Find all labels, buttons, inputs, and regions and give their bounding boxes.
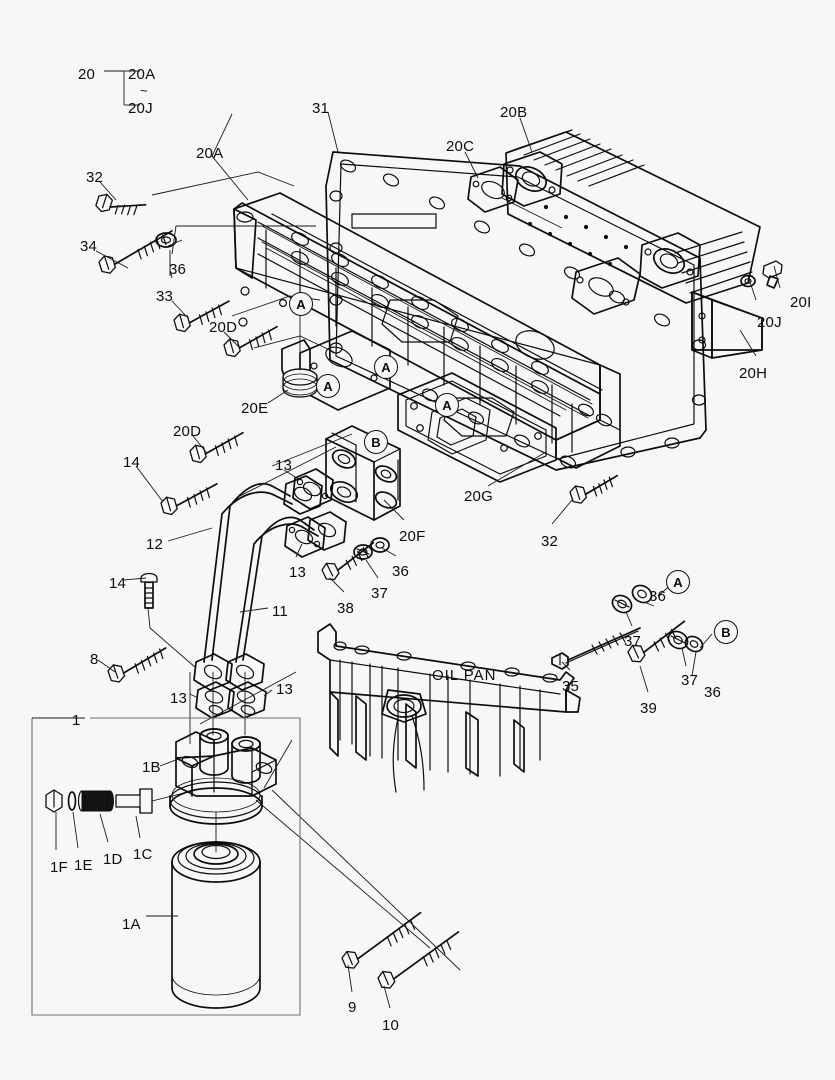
bolt-32-lower: [568, 474, 619, 506]
callout-13-lower-left: 13: [170, 690, 188, 707]
callout-8: 8: [90, 651, 99, 668]
oil-pan-label: OIL PAN: [432, 667, 497, 684]
callout-10: 10: [382, 1017, 400, 1034]
screw-14-lower: [140, 572, 158, 609]
gasket-13-mid: [284, 516, 326, 558]
bolt-20D-upper: [222, 325, 278, 360]
lockwasher-37-mid: [353, 544, 373, 560]
oil-filter-cartridge-1A: [171, 811, 261, 1009]
callout-32-lower: 32: [541, 533, 559, 550]
bolt-20I: [762, 260, 783, 289]
callout-37-A: 37: [624, 633, 642, 650]
washer-36-mid: [370, 537, 390, 553]
callout-14-lower: 14: [109, 575, 127, 592]
callout-36-B: 36: [704, 684, 722, 701]
range-tilde: ~: [140, 83, 148, 98]
callout-39: 39: [640, 700, 658, 717]
callout-1F: 1F: [50, 859, 68, 876]
callout-20D-upper: 20D: [209, 319, 238, 336]
callout-35: 35: [562, 678, 580, 695]
washer-36-top: [155, 232, 177, 248]
washer-20J: [740, 274, 756, 288]
leader-lines: [55, 111, 781, 1009]
callout-20I: 20I: [790, 294, 812, 311]
oil-pan-section: [317, 623, 581, 793]
group-1-box: [31, 717, 301, 1016]
bolt-35: [551, 627, 641, 670]
callout-1D: 1D: [103, 851, 123, 868]
cooler-housing-20A: [233, 192, 621, 483]
marker-A-5: A: [666, 570, 690, 594]
marker-A-2: A: [374, 355, 398, 379]
callout-36-mid: 36: [392, 563, 410, 580]
callout-31: 31: [312, 100, 330, 117]
bolt-14-upper: [159, 483, 218, 518]
callout-20-group: 20: [78, 66, 96, 83]
marker-A-1: A: [289, 292, 313, 316]
lockwasher-37-A: [611, 594, 633, 614]
bracket-20H: [691, 291, 763, 359]
callout-12: 12: [146, 536, 164, 553]
callout-20B: 20B: [500, 104, 528, 121]
marker-B-1: B: [364, 430, 388, 454]
bolt-9: [339, 911, 422, 972]
gasket-31: [325, 151, 707, 471]
marker-B-2: B: [714, 620, 738, 644]
bolt-33: [172, 300, 230, 335]
gasket-13-lower-right: [227, 681, 267, 719]
callout-1E: 1E: [74, 857, 93, 874]
callout-11: 11: [272, 603, 288, 620]
marker-A-3: A: [316, 374, 340, 398]
sensor-parts-1C-1F: [45, 788, 197, 814]
callout-38: 38: [337, 600, 355, 617]
callout-37-mid: 37: [371, 585, 389, 602]
gasket-13-upper: [292, 468, 334, 510]
callout-14-upper: 14: [123, 454, 141, 471]
oil-tubes-11-12: [193, 475, 347, 736]
bolt-8: [106, 647, 167, 685]
callout-20A-range: 20A: [128, 66, 156, 83]
washer-36-A: [631, 584, 653, 604]
callout-20J-range: 20J: [128, 100, 153, 117]
washer-36-B: [684, 635, 704, 653]
callout-20D-lower: 20D: [173, 423, 202, 440]
callout-13-mid: 13: [289, 564, 307, 581]
callout-36-top: 36: [169, 261, 187, 278]
callout-1C: 1C: [133, 846, 153, 863]
marker-A-4: A: [435, 393, 459, 417]
callout-20A: 20A: [196, 145, 224, 162]
callout-1B: 1B: [142, 759, 161, 776]
filter-head-1B: [169, 728, 277, 825]
callout-32-top: 32: [86, 169, 104, 186]
legend-bracket: [104, 70, 140, 106]
callout-20J: 20J: [757, 314, 782, 331]
callout-13-upper: 13: [275, 457, 293, 474]
callout-20G: 20G: [464, 488, 493, 505]
callout-20F: 20F: [399, 528, 426, 545]
callout-20C: 20C: [446, 138, 475, 155]
callout-20H: 20H: [739, 365, 768, 382]
valve-body-20F: [325, 425, 401, 521]
callout-34: 34: [80, 238, 98, 255]
callout-1A: 1A: [122, 916, 141, 933]
callout-36-A: 36: [649, 588, 667, 605]
bolt-20D-lower: [188, 431, 244, 466]
bolt-34: [97, 230, 173, 276]
callout-33: 33: [156, 288, 174, 305]
callout-13-lower-right: 13: [276, 681, 294, 698]
bolt-32-top: [94, 191, 147, 216]
gasket-20C: [467, 166, 519, 213]
callout-20E: 20E: [241, 400, 269, 417]
callout-1-box: 1: [72, 712, 81, 729]
callout-37-B: 37: [681, 672, 699, 689]
plug-20E: [282, 368, 318, 398]
callout-9: 9: [348, 999, 357, 1016]
bolt-10: [375, 931, 460, 992]
